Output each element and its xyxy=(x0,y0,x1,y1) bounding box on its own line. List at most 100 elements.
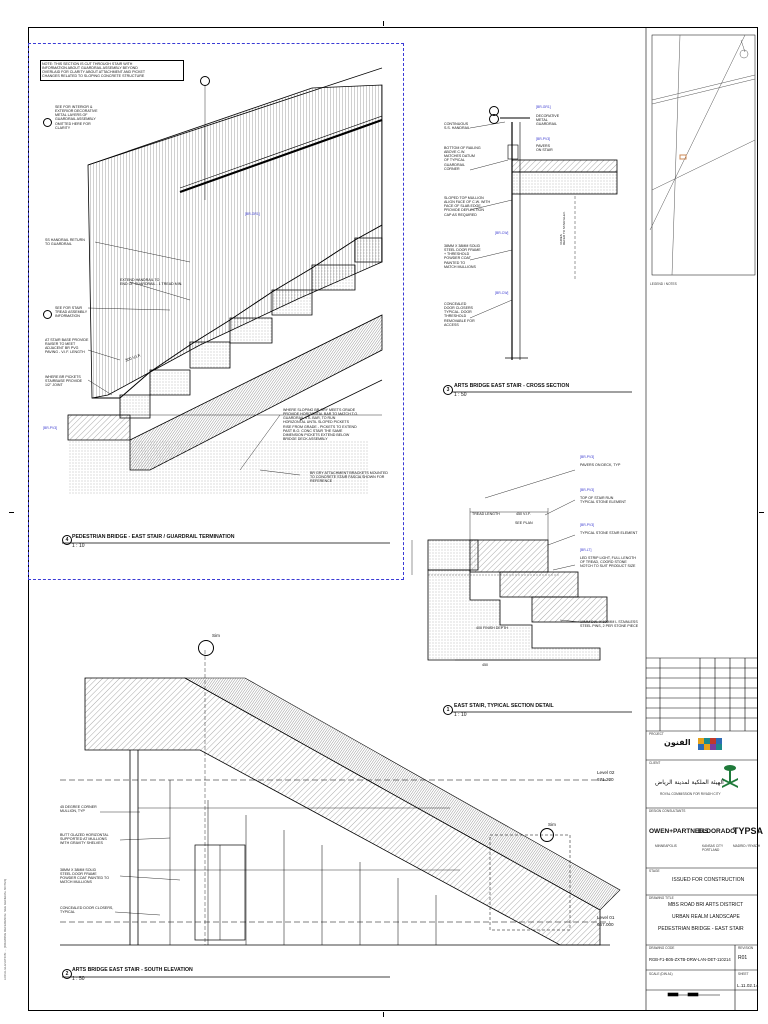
detail-c-title: EAST STAIR, TYPICAL SECTION DETAIL xyxy=(454,703,554,709)
note-door-frame-d: 38MM X 38MM SOLID STEEL DOOR FRAME POWDE… xyxy=(60,868,109,885)
note-corner-mullion: 45 DEGREE CORNER MULLION, TYP xyxy=(60,805,97,814)
stair-steps-a xyxy=(119,237,383,419)
note-interior: SEE FOR INTERIOR & EXTERIOR DECORATIVE M… xyxy=(55,105,98,130)
detail-c-scale: 1 : 10 xyxy=(454,712,467,718)
note-railing: BOTTOM OF RAILING ABOVE C.W. MATCHES DAT… xyxy=(444,146,481,171)
section-sim-label: Sim xyxy=(212,633,220,638)
note-sloping: WHERE SLOPING BR GRY MEETS GRADE PROVIDE… xyxy=(283,408,359,441)
legend-label: LEGEND / NOTES xyxy=(650,282,677,286)
drawing-title-label: DRAWING TITLE xyxy=(649,896,674,900)
consultant-city: MADRID / RIYADH xyxy=(733,844,761,848)
detail-d-number: 2 xyxy=(62,969,72,979)
note-varies: VARIES REFER TO STAIR ELEV. xyxy=(559,211,567,245)
note-pavers-stair: PAVERS ON STAIR xyxy=(536,144,553,153)
section-marker xyxy=(198,640,214,656)
scale-bar xyxy=(667,992,720,997)
note-pins: 10MM DIA. X 100MM L STAINLESS STEEL PINS… xyxy=(580,620,639,629)
consultant-city: MINNEAPOLIS xyxy=(655,844,677,848)
ref-br-lt: [BR-LT] xyxy=(580,548,592,552)
note-handrail: CONTINUOUS S.S. HANDRAIL xyxy=(444,122,470,131)
code-label: DRAWING CODE xyxy=(649,946,675,950)
ref-br-cw: [BR-CW] xyxy=(495,291,509,295)
note-pavers-deck: PAVERS ON DECK, TYP xyxy=(580,463,621,467)
dim-tread-length: TREAD LENGTH xyxy=(472,512,500,516)
consultant-city: KANSAS CITY PORTLAND xyxy=(702,844,724,852)
guardrail-panel xyxy=(87,67,383,399)
callout-bubble xyxy=(200,76,210,86)
note-stair-tread: SEE FOR STAIR TREAD ASSEMBLY INFORMATION xyxy=(55,306,88,319)
dim-finish-depth: 400 FINISH DEPTH xyxy=(476,626,508,630)
project-label: PROJECT xyxy=(649,732,664,736)
detail-b-number: 3 xyxy=(443,385,453,395)
code-value: RGB-F1-B05-ZXTB-DRW-LAN-DET-110214 xyxy=(649,957,731,962)
level-01-value: 667.000 xyxy=(597,922,614,927)
consultant-owen: OWEN+PARTNERS xyxy=(649,828,709,835)
center-tick-right xyxy=(759,512,764,513)
note-handrail-return: SS HANDRAIL RETURN TO GUARDRAIL xyxy=(45,238,85,247)
detail-a-scale: 1 : 10 xyxy=(72,543,85,549)
drawing-title-line: MBS ROAD BRI ARTS DISTRICT xyxy=(668,902,744,908)
detail-a-title: PEDESTRIAN BRIDGE - EAST STAIR / GUARDRA… xyxy=(72,534,235,540)
note-door-closers-d: CONCEALED DOOR CLOSERS, TYPICAL xyxy=(60,906,114,915)
stage-value: ISSUED FOR CONSTRUCTION xyxy=(672,877,745,883)
callout-bubble xyxy=(43,310,52,319)
ref-br-pv3: [BR-PV3] xyxy=(536,137,551,141)
detail-a-number: 4 xyxy=(62,535,72,545)
ref-br-gr1: [BR-GR1] xyxy=(245,212,260,216)
project-logo xyxy=(698,738,722,750)
ref-br-pv3: [BR-PV3] xyxy=(43,426,58,430)
callout-bubble xyxy=(489,114,499,124)
consultant-typsa: TYPSA xyxy=(733,826,764,836)
detail-d-scale: 1 : 50 xyxy=(72,976,85,982)
detail-c-number: 1 xyxy=(443,705,453,715)
titleblock-lines xyxy=(645,27,758,1011)
drawing-title-line: PEDESTRIAN BRIDGE - EAST STAIR xyxy=(658,926,744,932)
dim-tread: 450 V.I.F. xyxy=(516,512,531,516)
client-emblem xyxy=(722,765,738,788)
sheet-label: SHEET xyxy=(738,972,749,976)
ref-br-pv3: [BR-PV3] xyxy=(580,455,595,459)
detail-b-title: ARTS BRIDGE EAST STAIR - CROSS SECTION xyxy=(454,383,570,389)
detail-a-frame xyxy=(28,43,404,580)
client-name-ar: الهيئة الملكية لمدينة الرياض xyxy=(655,779,724,786)
client-label: CLIENT xyxy=(649,761,661,765)
note-decorative: DECORATIVE METAL GUARDRAIL xyxy=(536,114,560,127)
revision-value: R01 xyxy=(738,955,748,961)
revision-label: REVISION xyxy=(738,946,754,950)
consultants-label: DESIGN CONSULTANTS xyxy=(649,809,686,813)
cross-section-b xyxy=(469,117,618,360)
note-led: LED STRIP LIGHT, FULL LENGTH OF TREAD, C… xyxy=(580,556,636,569)
detail-b-scale: 1 : 50 xyxy=(454,392,467,398)
ref-br-gr1: [BR-GR1] xyxy=(536,105,551,109)
note-bracket: BR GRY ATTACHMENT BRACKETS MOUNTED TO CO… xyxy=(310,471,388,484)
ref-br-pv3: [BR-PV3] xyxy=(580,523,595,527)
drawing-title-line: URBAN REALM LANDSCAPE xyxy=(672,914,740,920)
client-name-en: ROYAL COMMISSION FOR RIYADH CITY xyxy=(660,792,721,796)
note-stair-base: AT STAIR BASE PROVIDE RAISER TO MEET ADJ… xyxy=(45,338,89,355)
detail-d-title: ARTS BRIDGE EAST STAIR - SOUTH ELEVATION xyxy=(72,967,193,973)
key-plan xyxy=(649,34,756,276)
level-02-label: Level 02 xyxy=(597,770,615,775)
section-marker xyxy=(540,828,554,842)
section-sim-label: Sim xyxy=(548,822,556,827)
note-extend-handrail: EXTEND HANDRAIL TO END OF GUARDRAIL - 1 … xyxy=(120,278,183,287)
dim-450: 450 xyxy=(482,663,488,667)
level-01-label: Level 01 xyxy=(597,915,615,920)
consultant-eldorado: ELDORADO xyxy=(698,828,736,835)
project-name-ar: الفنون xyxy=(664,738,691,747)
sheet-value: L.11.02.14 xyxy=(737,983,759,988)
south-elevation-d xyxy=(60,650,621,946)
note-door-frame: 38MM X 38MM SOLID STEEL DOOR FRAME + THR… xyxy=(444,244,481,269)
center-tick-top xyxy=(383,21,384,26)
center-tick-bottom xyxy=(383,1012,384,1017)
level-02-value: 671.200 xyxy=(597,777,614,782)
center-tick-left xyxy=(9,512,14,513)
callout-bubble xyxy=(43,118,52,127)
scale-label: SCALE (DIN A1) xyxy=(649,972,673,976)
stage-label: STAGE xyxy=(649,869,660,873)
dim-riser: SEE PLAN xyxy=(515,521,533,525)
ref-br-pv3: [BR-PV3] xyxy=(580,488,595,492)
note-butt-glazed: BUTT GLAZED HORIZONTAL SUPPORTED AT MULL… xyxy=(60,833,109,846)
typical-section-c xyxy=(411,469,608,661)
